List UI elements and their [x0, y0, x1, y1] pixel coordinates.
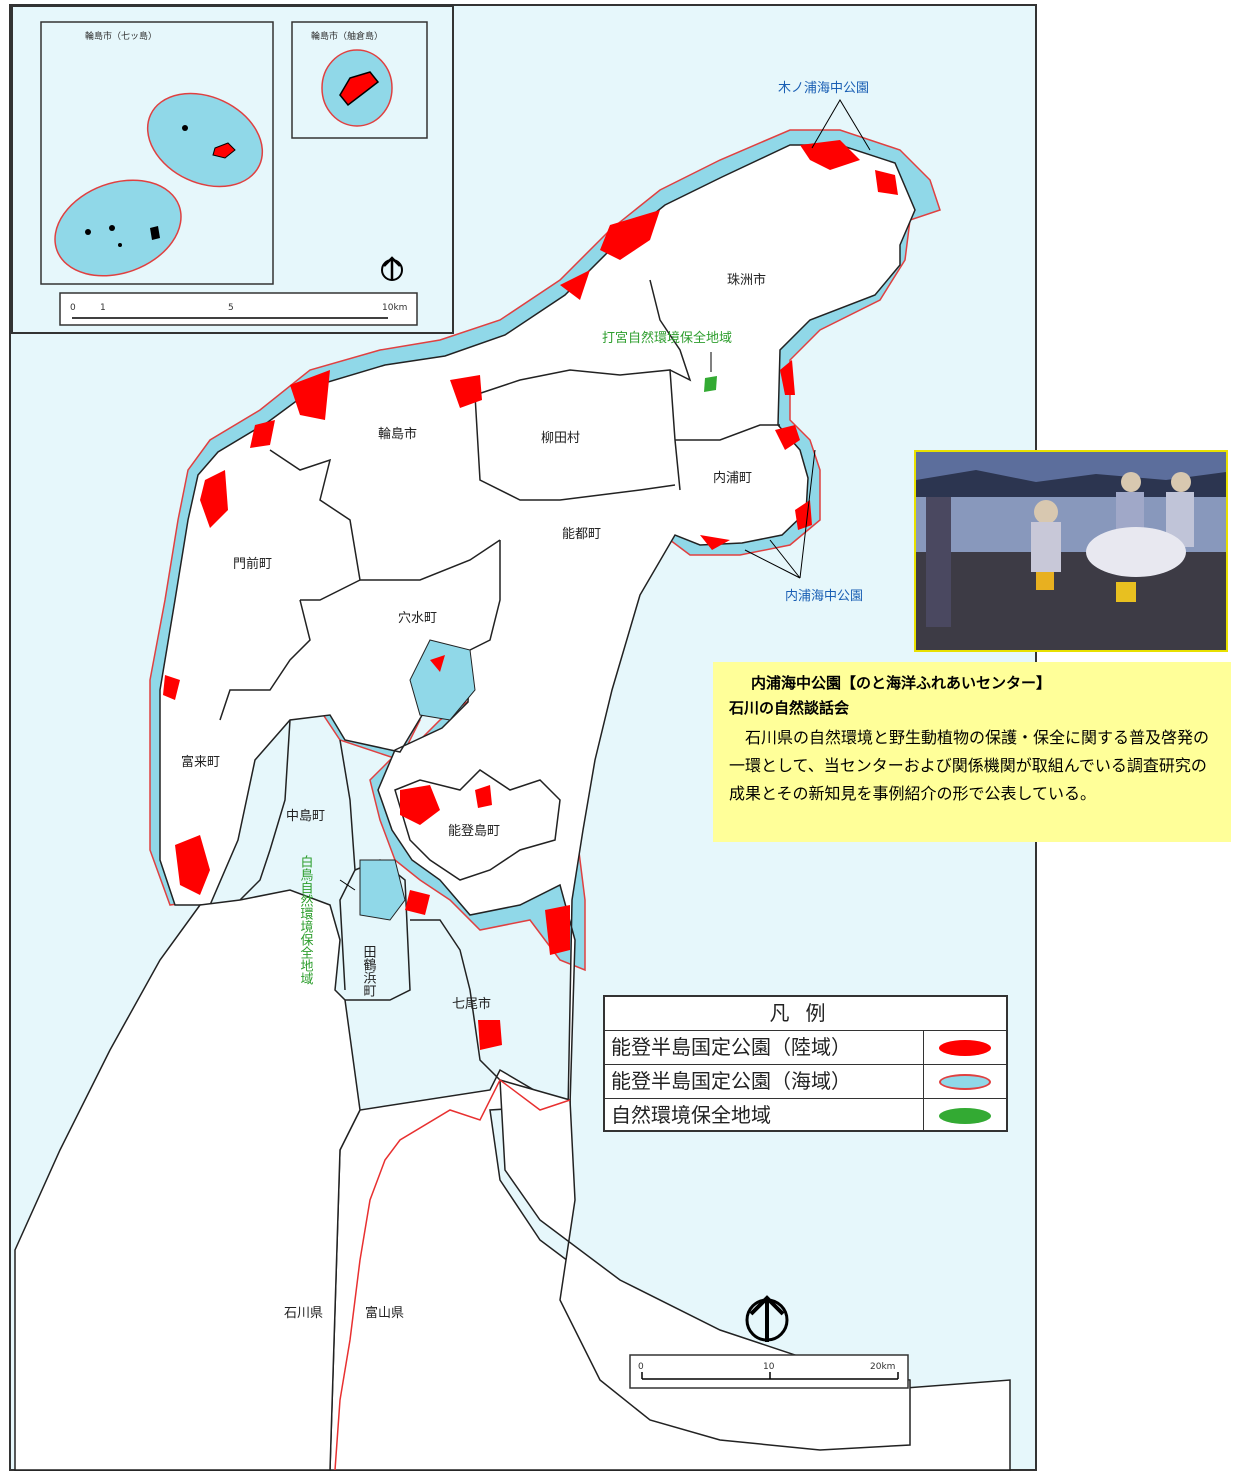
- label-wajima: 輪島市: [378, 426, 417, 442]
- mainland-east: [499, 1078, 911, 1451]
- label-suzu: 珠洲市: [727, 272, 766, 288]
- hegurajima-island: [339, 71, 380, 107]
- prefecture-border: [334, 1078, 571, 1471]
- north-arrow-inset: [381, 256, 403, 281]
- legend-title: 凡例: [769, 1001, 842, 1025]
- mainland-south: [14, 889, 361, 1471]
- uchiura-conservation-area: [704, 376, 717, 392]
- label-noto: 能都町: [562, 527, 601, 542]
- nanatsujima-islands: [85, 125, 236, 247]
- label-yanagida: 柳田村: [541, 431, 580, 446]
- label-hakushima-conservation: 白鳥自然環境保全地域: [298, 854, 314, 985]
- legend-row-sea: 能登半島国定公園（海域）: [605, 1064, 1006, 1098]
- legend-row-land: 能登半島国定公園（陸域）: [605, 1030, 1006, 1064]
- label-uchiura: 内浦町: [713, 470, 752, 486]
- legend-label-conservation: 自然環境保全地域: [605, 1099, 924, 1132]
- legend-symbol-conservation: [939, 1107, 991, 1124]
- main-scale-box: [629, 1354, 909, 1389]
- info-body: 石川県の自然環境と野生動植物の保護・保全に関する普及啓発の一環として、当センター…: [729, 728, 1210, 803]
- scale-label-0: 0: [638, 1362, 644, 1372]
- nanatsujima-marine-south: [54, 179, 182, 277]
- photo-uchiura-marine-park: [914, 450, 1228, 652]
- scale-label-10: 10: [763, 1362, 775, 1372]
- small-bay: [359, 859, 406, 921]
- legend-label-land: 能登半島国定公園（陸域）: [605, 1031, 924, 1064]
- inset-nanatsujima-title: 輪島市（七ッ島）: [85, 30, 157, 42]
- label-kinoura-marine-park: 木ノ浦海中公園: [778, 81, 869, 96]
- nanatsujima-marine-north: [146, 92, 264, 188]
- nanao-bay: [409, 639, 476, 721]
- label-uchiura-conservation: 打宮自然環境保全地域: [602, 330, 732, 346]
- label-toyama: 富山県: [365, 1305, 404, 1321]
- inset-scale-10: 10km: [382, 303, 407, 313]
- label-tatsuruhama: 田鶴浜町: [361, 945, 377, 997]
- photo-image: [916, 452, 1226, 650]
- inset-hegurajima-title: 輪島市（舳倉島）: [311, 30, 383, 42]
- label-nanao: 七尾市: [452, 996, 491, 1012]
- inset-scale-5: 5: [228, 303, 234, 313]
- label-anamizu: 穴水町: [398, 611, 437, 626]
- inset-scale-1: 1: [100, 303, 106, 313]
- legend: 凡例 能登半島国定公園（陸域） 能登半島国定公園（海域） 自然環境保全地域: [603, 995, 1008, 1132]
- legend-symbol-land: [939, 1039, 991, 1056]
- inset-scale-0: 0: [70, 303, 76, 313]
- land-park-areas: [163, 140, 898, 1050]
- callout-lines: [339, 99, 871, 891]
- info-title: 内浦海中公園【のと海洋ふれあいセンター】: [751, 674, 1052, 692]
- municipal-boundaries: [219, 279, 780, 1081]
- label-notojima: 能登島町: [448, 824, 500, 839]
- label-monzen: 門前町: [233, 556, 272, 572]
- notojima-island: [394, 769, 561, 881]
- label-uchiura-marine-park: 内浦海中公園: [785, 588, 863, 604]
- label-togi: 富来町: [181, 754, 220, 770]
- inset-scale-box: [59, 292, 418, 326]
- label-nakajima: 中島町: [286, 809, 325, 824]
- info-organization: 石川の自然談話会: [729, 699, 850, 717]
- label-ishikawa: 石川県: [284, 1306, 323, 1321]
- scale-label-20: 20km: [870, 1362, 895, 1372]
- info-box: 内浦海中公園【のと海洋ふれあいセンター】 石川の自然談話会 石川県の自然環境と野…: [713, 662, 1231, 842]
- legend-symbol-sea: [939, 1073, 991, 1090]
- north-arrow-main: [745, 1295, 789, 1342]
- legend-row-conservation: 自然環境保全地域: [605, 1098, 1006, 1132]
- legend-label-sea: 能登半島国定公園（海域）: [605, 1065, 924, 1098]
